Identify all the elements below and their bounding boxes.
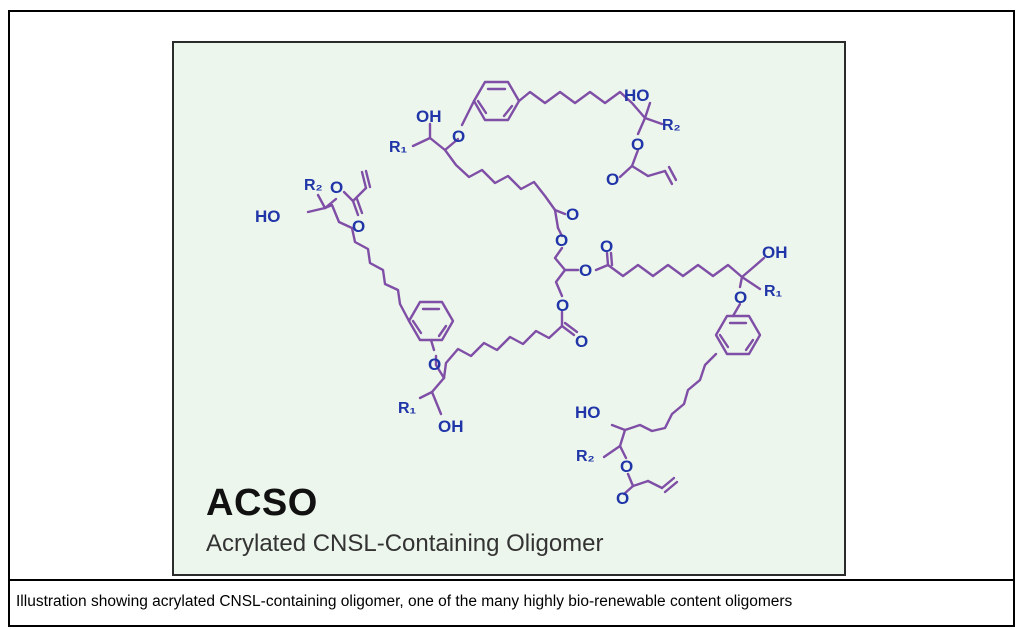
caption-divider <box>9 579 1014 581</box>
atom-label-o-bottom-right-ester: O <box>620 457 633 476</box>
atom-label-ho-bottom-right: HO <box>575 403 601 422</box>
atom-label-r2-left: R₂ <box>304 177 323 194</box>
atom-label-oh-top: OH <box>416 107 442 126</box>
atom-label-o-center-carbonyl: O <box>566 205 579 224</box>
atom-label-o-bottom-right-carbonyl: O <box>616 489 629 508</box>
atom-label-o-right-ether: O <box>734 288 747 307</box>
atom-label-o-left-ester: O <box>330 178 343 197</box>
atom-label-ho-top-right: HO <box>624 86 650 105</box>
benzene-ring-right <box>714 314 762 356</box>
atom-label-o-left-carbonyl: O <box>352 217 365 236</box>
atom-label-o-top-right-ester: O <box>631 135 644 154</box>
atom-label-o-left-ether: O <box>428 355 441 374</box>
atom-label-o-lower-carbonyl: O <box>575 332 588 351</box>
figure-title: ACSO <box>206 482 318 524</box>
atom-label-o-top-right-carbonyl: O <box>606 170 619 189</box>
benzene-ring-left <box>407 300 455 342</box>
atom-label-o-top-ether: O <box>452 127 465 146</box>
atom-label-r1-right: R₁ <box>764 283 783 300</box>
atom-label-r1-top: R₁ <box>389 139 408 156</box>
atom-label-r2-top-right: R₂ <box>662 117 681 134</box>
benzene-ring-top <box>472 80 521 122</box>
atom-label-r1-bottom-left: R₁ <box>398 400 417 417</box>
atom-label-r2-bottom-right: R₂ <box>576 448 595 465</box>
figure-subtitle: Acrylated CNSL-Containing Oligomer <box>206 530 604 557</box>
atom-label-o-center-ester-bottom: O <box>556 296 569 315</box>
figure-caption: Illustration showing acrylated CNSL-cont… <box>16 593 793 610</box>
atom-label-ho-left: HO <box>255 207 281 226</box>
atom-label-o-center-ester-right: O <box>579 261 592 280</box>
atom-label-o-right-carbonyl: O <box>600 237 613 256</box>
atom-label-oh-right: OH <box>762 243 788 262</box>
atom-label-o-center-ester-top: O <box>555 231 568 250</box>
atom-label-oh-bottom-left: OH <box>438 417 464 436</box>
figure-panel <box>172 41 846 576</box>
